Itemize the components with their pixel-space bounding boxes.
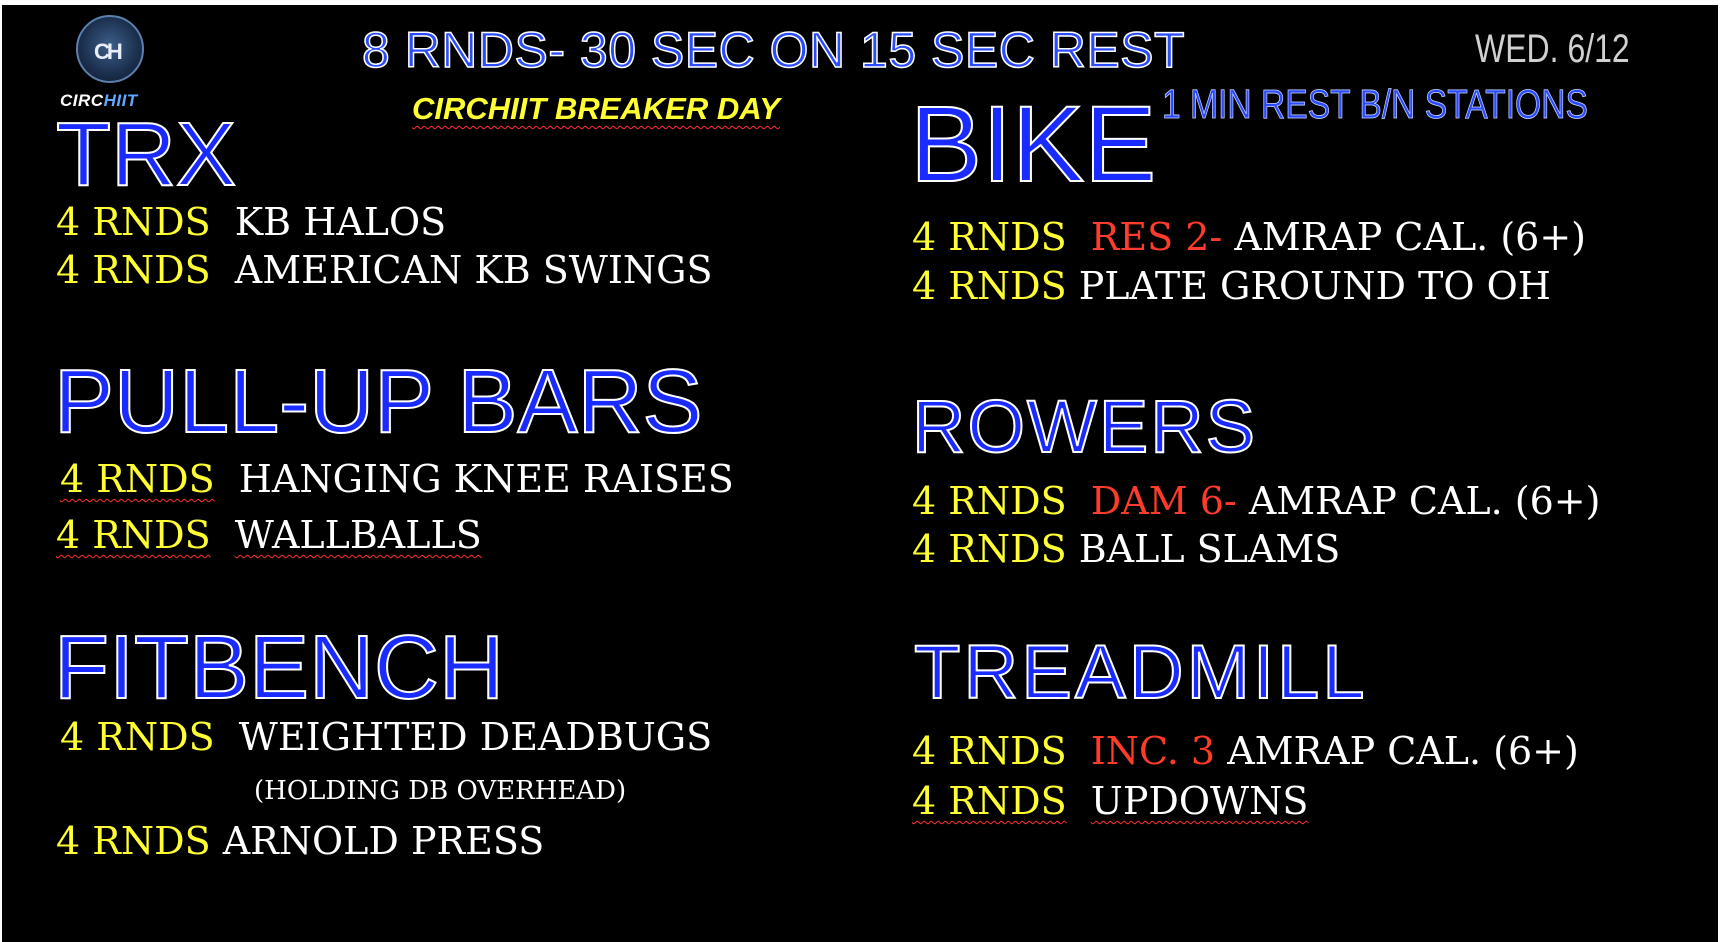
exercise-name: WALLBALLS [234, 513, 482, 557]
exercise-name: AMRAP CAL. (6+) [1248, 479, 1601, 523]
machine-setting: DAM 6- [1090, 479, 1237, 523]
exercise-line: 4 RNDS ARNOLD PRESS [56, 822, 544, 860]
exercise-name: ARNOLD PRESS [222, 819, 545, 863]
rounds-label: 4 RNDS [912, 215, 1067, 259]
rounds-label: 4 RNDS [912, 479, 1067, 523]
exercise-name: BALL SLAMS [1078, 527, 1341, 571]
rounds-label: 4 RNDS [56, 819, 211, 863]
station-title-bike: BIKE [909, 83, 1157, 204]
workout-slide: CH CIRCHIIT 8 RNDS- 30 SEC ON 15 SEC RES… [2, 5, 1718, 942]
station-title-treadmill: TREADMILL [913, 630, 1368, 715]
date-label: WED. 6/12 [1475, 27, 1630, 71]
exercise-name: UPDOWNS [1090, 779, 1309, 823]
exercise-line: 4 RNDS INC. 3 AMRAP CAL. (6+) [912, 732, 1579, 770]
exercise-line: 4 RNDS WEIGHTED DEADBUGS [60, 718, 712, 756]
exercise-note: (HOLDING DB OVERHEAD) [254, 776, 627, 806]
exercise-name: WEIGHTED DEADBUGS [238, 715, 713, 759]
exercise-line: 4 RNDS DAM 6- AMRAP CAL. (6+) [912, 482, 1600, 520]
logo-word-prefix: CIRC [60, 91, 104, 110]
exercise-name: HANGING KNEE RAISES [238, 457, 734, 501]
exercise-name: KB HALOS [234, 200, 447, 244]
exercise-line: 4 RNDS UPDOWNS [912, 782, 1308, 820]
machine-setting: INC. 3 [1090, 729, 1216, 773]
logo-mark: CH [94, 39, 123, 64]
rounds-label: 4 RNDS [912, 779, 1067, 823]
logo-word-suffix: HIIT [103, 91, 138, 110]
exercise-name: AMERICAN KB SWINGS [234, 248, 713, 292]
exercise-line: 4 RNDS BALL SLAMS [912, 530, 1340, 568]
station-title-trx: TRX [55, 105, 237, 205]
logo-wordmark: CIRCHIIT [60, 91, 138, 111]
rounds-label: 4 RNDS [912, 729, 1067, 773]
machine-setting: RES 2- [1090, 215, 1223, 259]
exercise-line: 4 RNDS RES 2- AMRAP CAL. (6+) [912, 218, 1586, 256]
exercise-line: 4 RNDS HANGING KNEE RAISES [60, 460, 734, 498]
exercise-name: PLATE GROUND TO OH [1078, 264, 1551, 308]
circhiit-logo [76, 15, 144, 83]
station-title-pullup-bars: PULL-UP BARS [53, 352, 704, 452]
exercise-line: 4 RNDS KB HALOS [56, 203, 446, 241]
page-title: 8 RNDS- 30 SEC ON 15 SEC REST [361, 21, 1186, 79]
exercise-line: 4 RNDS WALLBALLS [56, 516, 482, 554]
exercise-name: AMRAP CAL. (6+) [1227, 729, 1579, 773]
station-title-rowers: ROWERS [911, 385, 1257, 468]
exercise-name: AMRAP CAL. (6+) [1234, 215, 1587, 259]
page-subtitle: CIRCHIIT BREAKER DAY [412, 91, 780, 126]
rounds-label: 4 RNDS [912, 264, 1067, 308]
rounds-label: 4 RNDS [60, 715, 215, 759]
rounds-label: 4 RNDS [912, 527, 1067, 571]
rounds-label: 4 RNDS [56, 248, 211, 292]
rounds-label: 4 RNDS [56, 200, 211, 244]
rest-note: 1 MIN REST B/N STATIONS [1162, 81, 1589, 128]
station-title-fitbench: FITBENCH [53, 618, 505, 718]
rounds-label: 4 RNDS [56, 513, 211, 557]
exercise-line: 4 RNDS PLATE GROUND TO OH [912, 267, 1551, 305]
rounds-label: 4 RNDS [60, 457, 215, 501]
exercise-line: 4 RNDS AMERICAN KB SWINGS [56, 251, 713, 289]
